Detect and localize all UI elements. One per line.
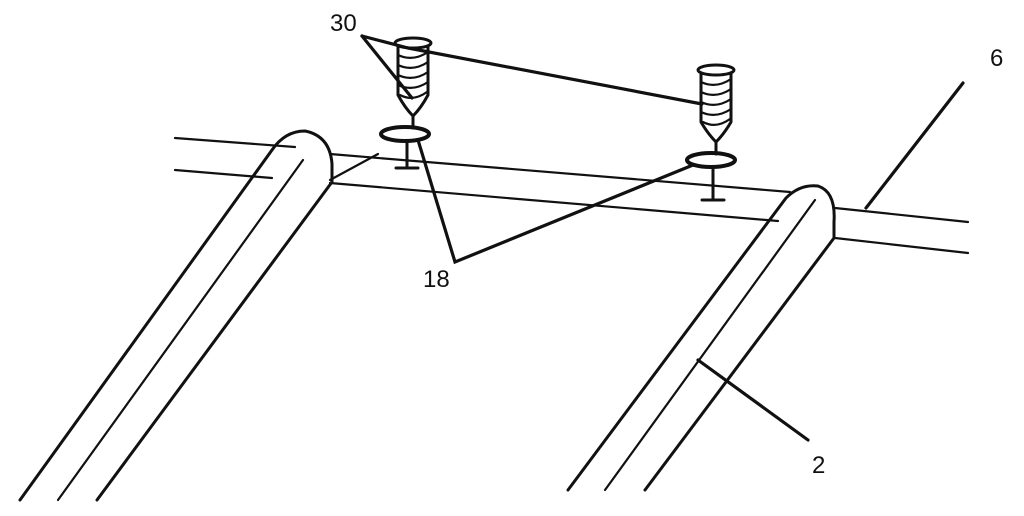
leader-18-to-fasteners — [416, 138, 695, 265]
cross-rail-bottom-edge-left — [173, 168, 274, 180]
cross-rail-top-edge-right — [833, 206, 970, 224]
leader-2-to-right-rail — [696, 358, 810, 442]
label-6: 6 — [990, 45, 1003, 72]
fastener-left-disc — [379, 125, 431, 143]
left-rail-ridge — [56, 158, 305, 502]
label-2: 2 — [812, 452, 825, 479]
leader-30-to-left-screw-head — [360, 34, 410, 50]
cross-rail-bottom-edge-middle — [328, 181, 780, 223]
leader-6-to-cross-rail — [864, 81, 965, 210]
left-rail-outline — [18, 129, 334, 502]
right-rail-ridge — [603, 198, 817, 492]
label-18: 18 — [423, 266, 450, 293]
screw-left-thread — [396, 50, 430, 99]
screw-right-head — [696, 63, 736, 77]
right-rail-outline — [566, 184, 836, 492]
label-30: 30 — [330, 10, 357, 37]
cross-rail-end-shadow — [328, 152, 380, 182]
fastener-right — [685, 151, 737, 202]
screw-right — [696, 63, 736, 156]
left-rail — [18, 129, 334, 502]
leader-30-to-right-screw — [406, 46, 704, 106]
screw-right-thread — [699, 77, 733, 126]
cross-rail-bottom-edge-right — [833, 236, 970, 255]
cross-rail-top-edge-middle — [328, 152, 792, 194]
leader-lines — [360, 34, 965, 442]
fastener-right-disc — [685, 151, 737, 169]
fastener-left — [379, 125, 431, 170]
right-rail — [566, 184, 836, 492]
leader-30-to-left-screw — [360, 34, 414, 100]
